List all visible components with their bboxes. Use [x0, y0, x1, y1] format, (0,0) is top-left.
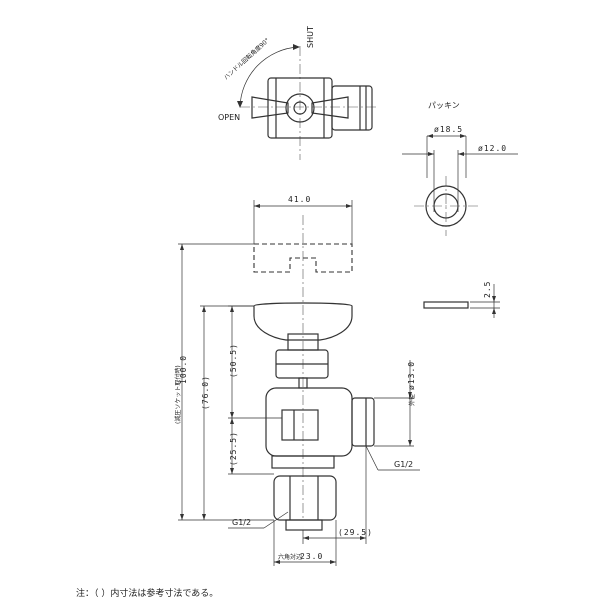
dim-total-height: 100.0 — [179, 355, 188, 384]
hex-nut — [273, 475, 337, 521]
inlet-thread-label: G1/2 — [232, 518, 251, 527]
packing-outer-diameter: ø18.5 — [434, 125, 463, 134]
arrowhead — [230, 468, 234, 474]
arrowhead — [230, 418, 234, 424]
arrowhead — [202, 514, 206, 520]
top-outlet — [331, 85, 373, 131]
top-handle-wing-right — [311, 96, 349, 119]
top-stem-inner — [293, 101, 307, 115]
valve-body — [265, 387, 353, 457]
packing-section — [423, 301, 469, 309]
arrowhead — [180, 514, 184, 520]
leader-inlet — [263, 511, 289, 529]
handle-open-position — [253, 243, 353, 273]
dim-76: (76.0) — [201, 375, 210, 410]
arrowhead — [458, 152, 464, 156]
arrowhead — [492, 308, 496, 314]
dim-offset: (29.5) — [338, 528, 373, 537]
arrowhead — [254, 204, 260, 208]
rotation-arrowhead-open — [237, 101, 243, 108]
dim-outlet-diameter: ø13.0 — [407, 361, 416, 390]
arrowhead — [274, 560, 280, 564]
arrowhead — [230, 306, 234, 312]
packing-thickness: 2.5 — [483, 281, 492, 298]
lower-neck — [271, 455, 335, 469]
leader-outlet — [365, 445, 379, 471]
arrowhead — [346, 204, 352, 208]
arrowhead — [460, 134, 466, 138]
arrowhead — [180, 244, 184, 250]
top-stem-outer — [285, 93, 315, 123]
dim-outlet-diameter-note: 外径 — [408, 394, 416, 406]
body-window — [281, 409, 319, 441]
packing-inner-diameter: ø12.0 — [478, 144, 507, 153]
dim-hex-across-flats: 23.0 — [300, 552, 323, 561]
dim-25-5: (25.5) — [229, 431, 238, 466]
rotation-arrowhead-shut — [293, 44, 300, 50]
packing-title: パッキン — [428, 101, 460, 110]
arrowhead — [330, 560, 336, 564]
dim-total-height-note: (減圧ソケット取付時) — [174, 365, 182, 424]
arrowhead — [230, 412, 234, 418]
arrowhead — [427, 134, 433, 138]
top-handle-wing-left — [251, 96, 289, 119]
rotation-angle-label: ハンドル回転角度90° — [222, 36, 271, 81]
packing-view: パッキン ø18.5 ø12.0 2.5 — [402, 101, 518, 318]
dim-handle-width: 41.0 — [288, 195, 311, 204]
top-view: SHUT OPEN ハンドル回転角度90° — [218, 26, 378, 160]
arrowhead — [492, 296, 496, 302]
dim-hex-note: 六角対辺 — [278, 553, 302, 561]
arrowhead — [202, 306, 206, 312]
dim-50-5: (50.5) — [229, 343, 238, 378]
arrowhead — [360, 536, 366, 540]
open-label: OPEN — [218, 113, 240, 122]
front-view: 41.0 100.0 (減圧ソケット取付時) (76.0) (50.5) (25… — [174, 195, 420, 566]
rotation-arc — [239, 46, 299, 108]
arrowhead — [428, 152, 434, 156]
arrowhead — [408, 440, 412, 446]
handle-shut-position — [253, 302, 353, 341]
outlet-thread-label: G1/2 — [394, 460, 413, 469]
outlet-thread — [351, 397, 375, 447]
footnote: 注：（ ）内寸法は参考寸法である。 — [76, 589, 219, 599]
inlet-thread — [285, 519, 323, 531]
arrowhead — [408, 392, 412, 398]
arrowhead — [303, 536, 309, 540]
shut-label: SHUT — [306, 26, 315, 48]
